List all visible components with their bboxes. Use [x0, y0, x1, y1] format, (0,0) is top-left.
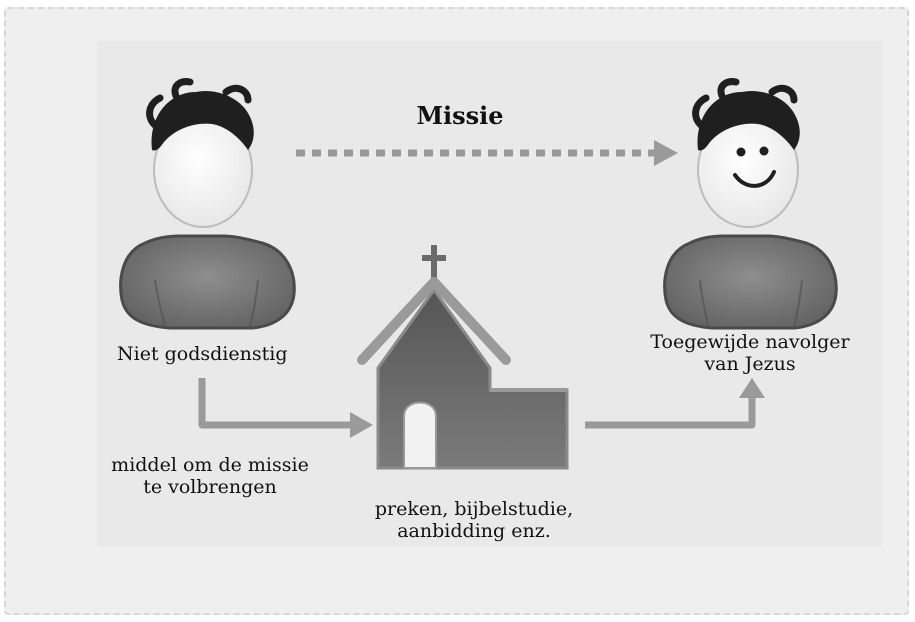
right-person-label-line: Toegewijde navolger	[650, 331, 850, 353]
church-label-line: preken, bijbelstudie,	[374, 498, 574, 520]
left-eye	[736, 147, 746, 157]
means-label: middel om de missie te volbrengen	[110, 454, 310, 498]
right-person-figure	[663, 78, 838, 330]
diagram-title: Missie	[416, 101, 504, 130]
mission-arrow	[296, 140, 678, 166]
left-person-label: Niet godsdienstig	[117, 343, 288, 365]
right-person-label: Toegewijde navolger van Jezus	[650, 331, 850, 375]
church-door	[403, 401, 437, 469]
means-label-line: middel om de missie	[111, 454, 309, 476]
right-person-label-line: van Jezus	[704, 353, 796, 375]
means-arrow	[198, 378, 373, 438]
result-arrow	[585, 378, 765, 429]
right-eye	[759, 146, 769, 156]
church-label-line: aanbidding enz.	[397, 520, 551, 542]
church-label: preken, bijbelstudie, aanbidding enz.	[374, 498, 574, 542]
church-building	[357, 245, 569, 470]
left-person-figure	[119, 78, 296, 330]
smile	[733, 170, 776, 188]
means-label-line: te volbrengen	[143, 476, 277, 498]
